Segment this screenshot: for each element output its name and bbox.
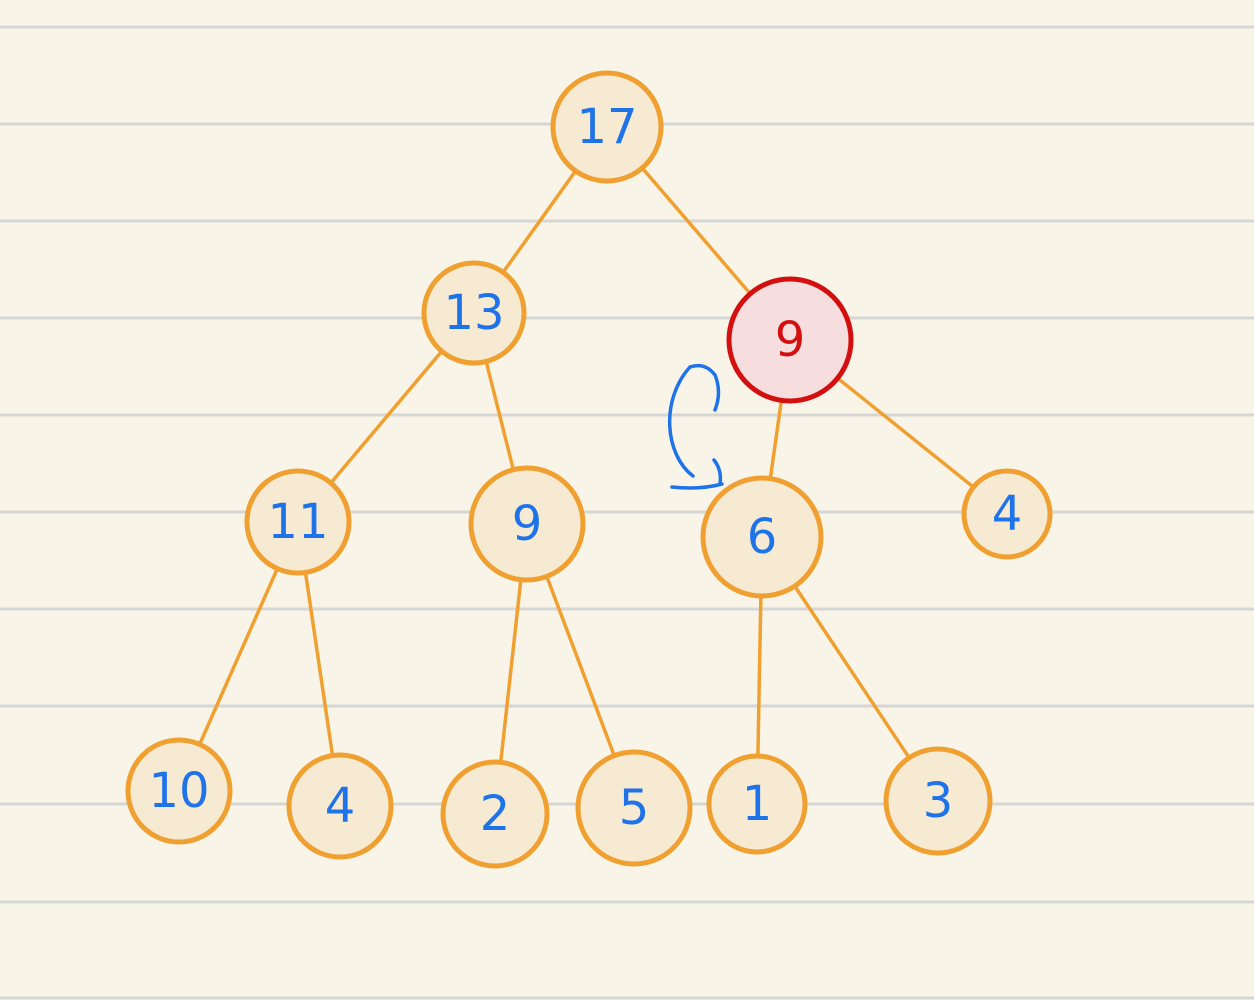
- tree-node: 3: [883, 746, 993, 856]
- node-label: 3: [923, 773, 954, 829]
- node-label: 4: [992, 486, 1023, 542]
- node-circle: [575, 749, 693, 867]
- node-label: 2: [480, 786, 511, 842]
- tree-edge: [543, 570, 618, 762]
- tree-node: 11: [244, 468, 352, 576]
- node-label: 11: [267, 494, 328, 550]
- node-circle: [286, 752, 394, 860]
- tree-node: 1: [706, 753, 808, 855]
- tree-edge: [767, 394, 784, 485]
- tree-edge: [832, 373, 979, 492]
- node-label: 13: [443, 285, 504, 341]
- tree-node: 6: [700, 475, 824, 599]
- node-circle: [244, 468, 352, 576]
- tree-edge: [483, 355, 517, 476]
- node-circle: [440, 759, 550, 869]
- tree-node: 5: [575, 749, 693, 867]
- tree-edge: [303, 566, 335, 762]
- tree-edge: [756, 590, 763, 762]
- swap-arrow-stroke: [688, 363, 721, 412]
- tree-edge: [498, 573, 524, 769]
- node-label: 1: [742, 776, 773, 832]
- node-circle: [421, 260, 527, 366]
- node-label: 9: [512, 496, 543, 552]
- node-label: 9: [775, 312, 806, 368]
- swap-arrow: [668, 363, 724, 490]
- node-label: 6: [747, 509, 778, 565]
- node-circle: [961, 468, 1053, 560]
- node-circle: [550, 70, 664, 184]
- tree-edge: [790, 581, 914, 763]
- tree-node: 17: [550, 70, 664, 184]
- swap-arrow-stroke: [668, 365, 695, 478]
- node-label: 10: [148, 763, 209, 819]
- node-circle: [883, 746, 993, 856]
- node-label: 4: [325, 778, 356, 834]
- node-circle: [726, 276, 854, 404]
- highlighted-node: 9: [726, 276, 854, 404]
- node-circle: [125, 737, 233, 845]
- tree-edge: [196, 563, 281, 750]
- tree-node: 4: [961, 468, 1053, 560]
- tree-node: 4: [286, 752, 394, 860]
- tree-edge: [326, 346, 447, 488]
- tree-node: 10: [125, 737, 233, 845]
- node-circle: [706, 753, 808, 855]
- tree-edge: [637, 163, 755, 299]
- node-circle: [468, 465, 586, 583]
- tree-node: 9: [468, 465, 586, 583]
- tree-node: 13: [421, 260, 527, 366]
- swap-arrow-stroke: [712, 458, 723, 486]
- swap-arrow-stroke: [670, 482, 724, 490]
- node-label: 5: [619, 780, 650, 836]
- node-circle: [700, 475, 824, 599]
- tree-edge: [499, 165, 580, 278]
- tree-edges: [196, 163, 979, 769]
- tree-node: 2: [440, 759, 550, 869]
- node-label: 17: [576, 99, 637, 155]
